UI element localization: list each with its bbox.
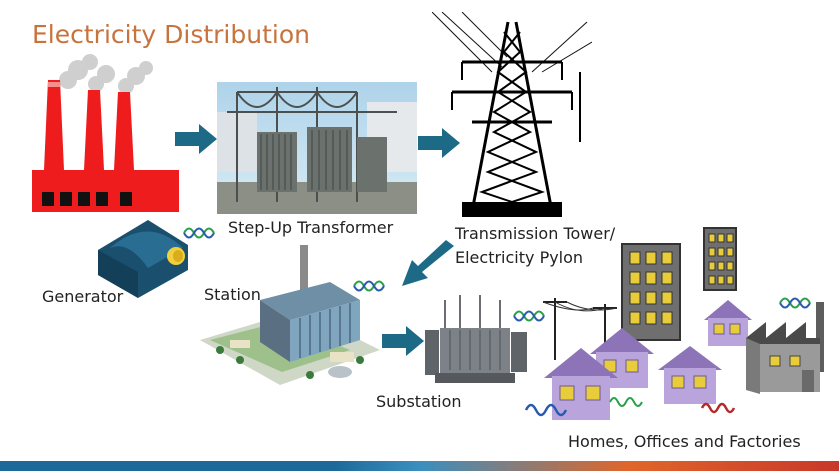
step-up-transformer-label: Step-Up Transformer <box>228 218 394 237</box>
house-icon <box>544 348 618 420</box>
power-plant-icon <box>32 54 179 212</box>
office-building-icon <box>621 243 681 341</box>
slide-title: Electricity Distribution <box>32 20 310 49</box>
power-pole-icon <box>542 298 618 360</box>
bottom-accent-bar <box>0 461 839 471</box>
house-icon <box>590 328 654 388</box>
factory-icon <box>746 302 824 394</box>
substation-label: Substation <box>376 392 462 411</box>
transmission-tower-icon <box>432 12 592 217</box>
transmission-tower-label-line1: Transmission Tower/ <box>455 224 616 243</box>
wave-icon <box>353 280 385 292</box>
homes-label: Homes, Offices and Factories <box>568 432 801 451</box>
wave-icon <box>513 310 545 322</box>
substation-icon <box>425 295 527 383</box>
station-label: Station <box>204 285 261 304</box>
arrow-down-left-icon <box>402 240 454 286</box>
transmission-tower-label: Transmission Tower/ Electricity Pylon <box>455 222 615 270</box>
office-building-small-icon <box>703 227 737 291</box>
arrow-right-icon <box>175 124 217 154</box>
wave-icon <box>183 227 215 239</box>
arrow-right-icon <box>418 128 460 158</box>
house-icon <box>704 300 752 346</box>
wave-icon <box>700 402 736 414</box>
wave-icon <box>609 397 643 407</box>
step-up-transformer-image <box>217 82 417 214</box>
wave-icon <box>524 403 568 417</box>
arrow-right-icon <box>382 326 424 356</box>
generator-label: Generator <box>42 287 124 306</box>
generator-icon <box>98 220 188 298</box>
house-icon <box>658 346 722 404</box>
station-image <box>200 245 380 385</box>
wave-icon <box>779 297 811 309</box>
transmission-tower-label-line2: Electricity Pylon <box>455 248 584 267</box>
